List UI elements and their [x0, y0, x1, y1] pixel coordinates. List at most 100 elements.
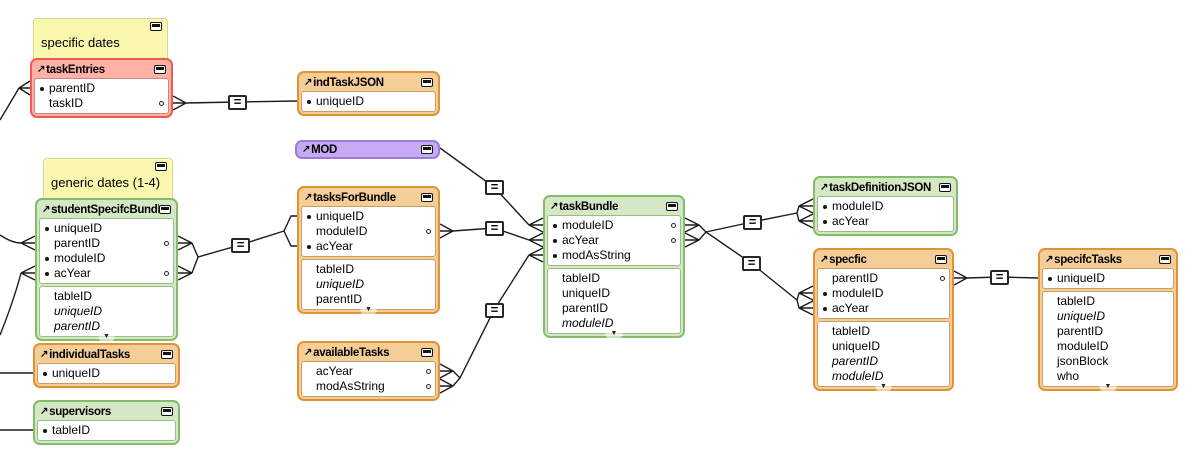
field-row[interactable]: tableID: [40, 289, 173, 304]
scroll-indicator-icon[interactable]: ▼: [875, 383, 892, 391]
collapse-icon[interactable]: [935, 255, 947, 264]
relationship-line[interactable]: [177, 215, 297, 281]
field-row[interactable]: parentID: [818, 271, 949, 286]
field-row[interactable]: uniqueID: [40, 304, 173, 319]
collapse-icon[interactable]: [161, 350, 173, 359]
equals-join-operator[interactable]: =: [485, 180, 504, 195]
field-row[interactable]: modAsString: [302, 379, 435, 394]
field-name: jsonBlock: [1057, 354, 1109, 368]
table-taskEntries[interactable]: ↗taskEntries parentID taskID: [30, 58, 173, 118]
table-studentSpecifcBundle[interactable]: ↗studentSpecifcBundle uniqueID parentID …: [35, 198, 178, 341]
relationship-line[interactable]: [684, 217, 707, 248]
equals-join-operator[interactable]: =: [742, 256, 761, 271]
relationship-line[interactable]: [0, 265, 36, 336]
table-MOD[interactable]: ↗MOD: [295, 140, 440, 159]
field-row[interactable]: acYear: [302, 239, 435, 254]
field-row[interactable]: uniqueID: [302, 94, 435, 109]
key-dot-icon: [43, 371, 47, 376]
field-row[interactable]: parentID: [40, 319, 173, 334]
endpoint-dot-icon: [426, 229, 431, 234]
equals-join-operator[interactable]: =: [231, 238, 250, 253]
field-row[interactable]: parentID: [818, 354, 949, 369]
field-row[interactable]: parentID: [1043, 324, 1173, 339]
collapse-icon[interactable]: [666, 202, 678, 211]
field-row[interactable]: tableID: [818, 324, 949, 339]
field-row[interactable]: uniqueID: [302, 277, 435, 292]
scroll-indicator-icon[interactable]: ▼: [605, 330, 623, 338]
field-row[interactable]: tableID: [1043, 294, 1173, 309]
field-row[interactable]: moduleID: [1043, 339, 1173, 354]
table-supervisors[interactable]: ↗supervisors tableID: [33, 400, 180, 445]
field-row[interactable]: moduleID: [548, 218, 680, 233]
collapse-icon[interactable]: [154, 65, 166, 74]
field-name: acYear: [562, 233, 599, 247]
equals-join-operator[interactable]: =: [485, 303, 504, 318]
field-row[interactable]: uniqueID: [302, 209, 435, 224]
equals-join-operator[interactable]: =: [743, 215, 762, 230]
collapse-icon[interactable]: [159, 205, 171, 214]
field-row[interactable]: parentID: [35, 81, 168, 96]
field-row[interactable]: jsonBlock: [1043, 354, 1173, 369]
field-row[interactable]: acYear: [302, 364, 435, 379]
field-row[interactable]: modAsString: [548, 248, 680, 263]
field-row[interactable]: acYear: [548, 233, 680, 248]
collapse-icon[interactable]: [150, 22, 162, 31]
collapse-icon[interactable]: [1159, 255, 1171, 264]
equals-join-operator[interactable]: =: [990, 270, 1009, 285]
collapse-icon[interactable]: [421, 348, 433, 357]
table-taskDefinitionJSON[interactable]: ↗taskDefinitionJSON moduleID acYear: [813, 176, 958, 236]
collapse-icon[interactable]: [155, 162, 167, 171]
equals-join-operator[interactable]: =: [228, 95, 247, 110]
field-row[interactable]: tableID: [302, 262, 435, 277]
table-specifcTasks[interactable]: ↗specifcTasks uniqueID tableID uniqueID …: [1038, 248, 1178, 391]
collapse-icon[interactable]: [161, 407, 173, 416]
equals-join-operator[interactable]: =: [485, 221, 504, 236]
field-row[interactable]: moduleID: [818, 369, 949, 384]
table-individualTasks[interactable]: ↗individualTasks uniqueID: [33, 343, 180, 388]
table-availableTasks[interactable]: ↗availableTasks acYear modAsString: [297, 341, 440, 401]
field-row[interactable]: moduleID: [40, 251, 173, 266]
field-row[interactable]: acYear: [40, 266, 173, 281]
field-row[interactable]: uniqueID: [1043, 271, 1173, 286]
field-row[interactable]: who: [1043, 369, 1173, 384]
field-row[interactable]: moduleID: [818, 199, 953, 214]
table-indTaskJSON[interactable]: ↗indTaskJSON uniqueID: [297, 71, 440, 116]
collapse-icon[interactable]: [421, 193, 433, 202]
field-row[interactable]: acYear: [818, 214, 953, 229]
key-dot-icon: [45, 256, 49, 261]
field-name: taskID: [49, 96, 84, 110]
field-row[interactable]: acYear: [818, 301, 949, 316]
relationship-line[interactable]: [705, 231, 814, 316]
field-row[interactable]: uniqueID: [40, 221, 173, 236]
field-row[interactable]: moduleID: [818, 286, 949, 301]
scroll-indicator-icon[interactable]: ▼: [360, 306, 377, 314]
relationship-line[interactable]: [0, 80, 31, 121]
field-row[interactable]: parentID: [548, 301, 680, 316]
field-row[interactable]: moduleID: [302, 224, 435, 239]
collapse-icon[interactable]: [939, 183, 951, 192]
field-row[interactable]: parentID: [302, 292, 435, 307]
scroll-indicator-icon[interactable]: ▼: [98, 333, 115, 341]
relationship-line[interactable]: [439, 247, 544, 394]
table-taskBundle[interactable]: ↗taskBundle moduleID acYear modAsString …: [543, 195, 685, 338]
relationship-line[interactable]: [0, 234, 36, 251]
key-dot-icon: [307, 99, 311, 104]
table-tasksForBundle[interactable]: ↗tasksForBundle uniqueID moduleID acYear…: [297, 186, 440, 314]
occurrence-arrow-icon: ↗: [302, 144, 311, 155]
endpoint-dot-icon: [940, 276, 945, 281]
field-row[interactable]: uniqueID: [548, 286, 680, 301]
field-row[interactable]: uniqueID: [1043, 309, 1173, 324]
field-row[interactable]: parentID: [40, 236, 173, 251]
field-name: moduleID: [54, 251, 106, 265]
field-row[interactable]: taskID: [35, 96, 168, 111]
collapse-icon[interactable]: [421, 78, 433, 87]
field-row[interactable]: moduleID: [548, 316, 680, 331]
scroll-indicator-icon[interactable]: ▼: [1099, 383, 1117, 391]
field-row[interactable]: uniqueID: [38, 366, 175, 381]
field-name: parentID: [832, 271, 879, 285]
collapse-icon[interactable]: [421, 145, 433, 154]
field-row[interactable]: tableID: [38, 423, 175, 438]
table-specfic[interactable]: ↗specfic parentID moduleID acYear tableI…: [813, 248, 954, 391]
field-row[interactable]: tableID: [548, 271, 680, 286]
field-row[interactable]: uniqueID: [818, 339, 949, 354]
